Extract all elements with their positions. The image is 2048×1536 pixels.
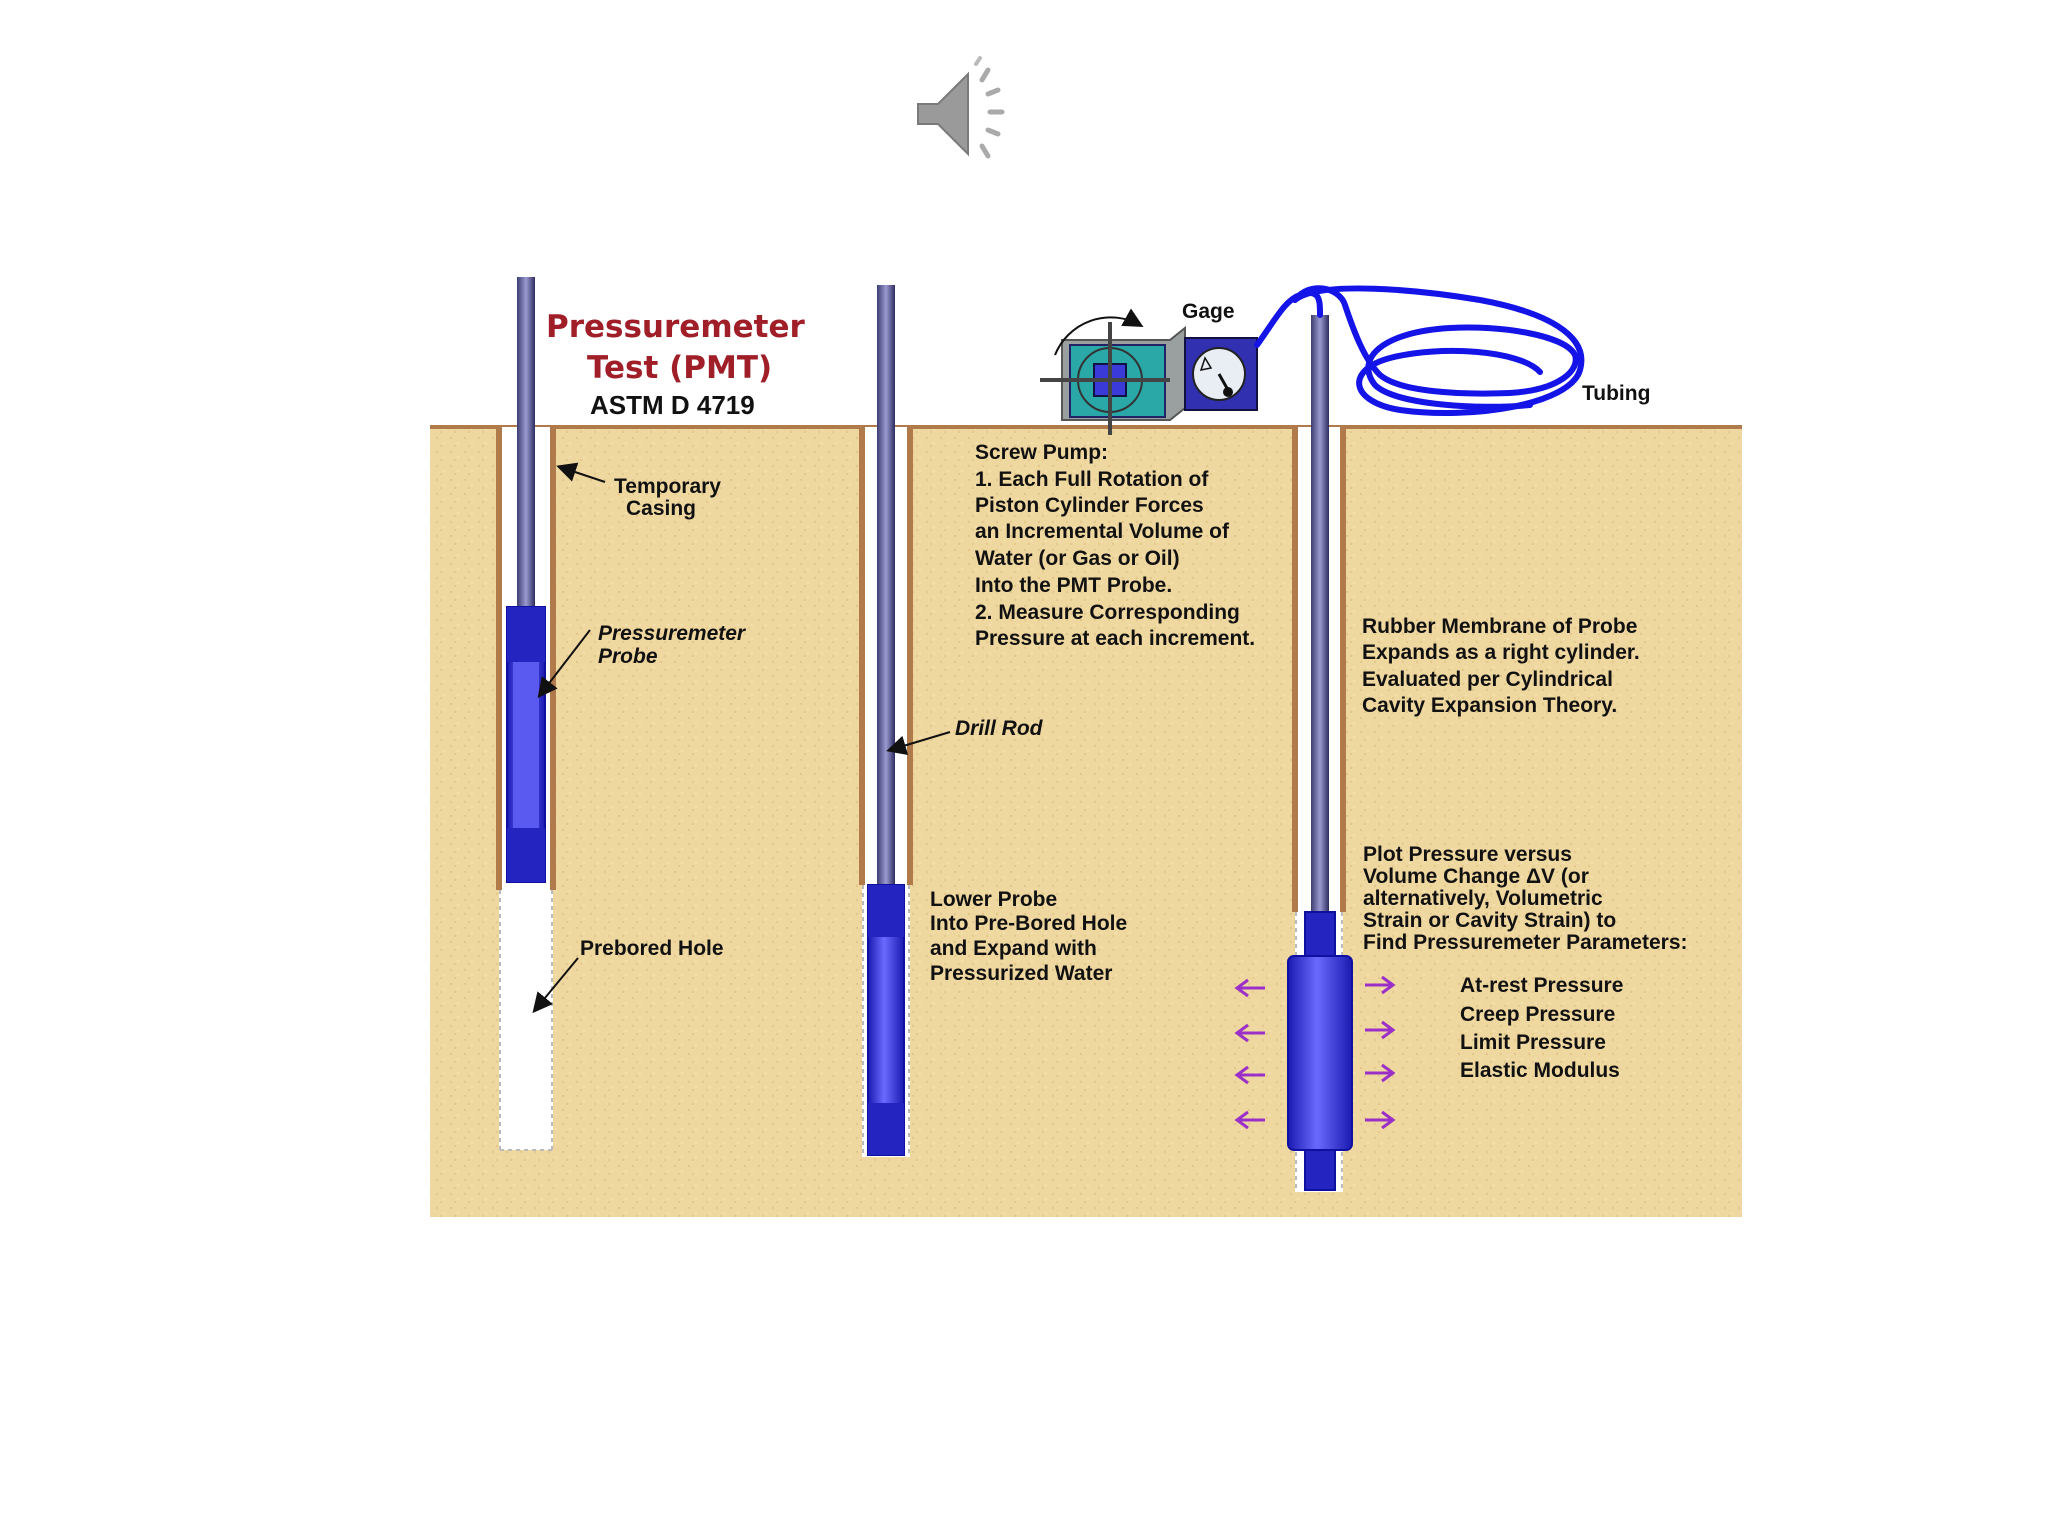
drill-rod-leader	[886, 731, 951, 755]
title-line-1: Pressuremeter	[546, 309, 805, 345]
lower-probe-line: and Expand with	[930, 937, 1097, 960]
membrane-text: Rubber Membrane of Probe Expands as a ri…	[1362, 615, 1640, 717]
screw-pump-text: Screw Pump: 1. Each Full Rotation of Pis…	[975, 441, 1255, 650]
parameter-item: At-rest Pressure	[1460, 974, 1623, 997]
screw-pump-line: an Incremental Volume of	[975, 520, 1230, 543]
temporary-casing	[517, 277, 535, 607]
lower-probe-line: Pressurized Water	[930, 962, 1112, 985]
screw-pump	[1040, 308, 1186, 435]
soil-ground	[430, 425, 1742, 1217]
membrane-line: Expands as a right cylinder.	[1362, 641, 1640, 664]
prebored-hole-label: Prebored Hole	[580, 937, 724, 960]
pressuremeter-probe-2	[867, 884, 905, 1156]
lower-probe-line: Lower Probe	[930, 888, 1057, 911]
lower-probe-line: Into Pre-Bored Hole	[930, 912, 1127, 935]
title-line-2: Test (PMT)	[587, 350, 772, 386]
prebored-hole-leader	[532, 957, 579, 1014]
parameter-item: Creep Pressure	[1460, 1003, 1615, 1026]
rod-3	[1311, 315, 1329, 915]
probe-label-1: Pressuremeter	[598, 622, 747, 645]
temporary-casing-label-1: Temporary	[614, 475, 721, 498]
parameter-item: Limit Pressure	[1460, 1031, 1606, 1054]
membrane-line: Cavity Expansion Theory.	[1362, 694, 1617, 717]
plot-line: Plot Pressure versus	[1363, 843, 1572, 866]
screw-pump-line: Piston Cylinder Forces	[975, 494, 1204, 517]
membrane-line: Evaluated per Cylindrical	[1362, 668, 1613, 691]
tubing-label: Tubing	[1582, 382, 1650, 405]
membrane-line: Rubber Membrane of Probe	[1362, 615, 1637, 638]
screw-pump-line: Screw Pump:	[975, 441, 1108, 464]
probe-label-2: Probe	[598, 645, 658, 668]
gage-label: Gage	[1182, 300, 1235, 323]
expanded-probe	[1287, 911, 1353, 1191]
drill-rod-label: Drill Rod	[955, 717, 1044, 740]
pressuremeter-probe-1	[506, 606, 546, 883]
tubing	[1254, 285, 1585, 417]
speaker-icon[interactable]	[917, 56, 1005, 159]
expansion-arrows	[1234, 975, 1396, 1130]
plot-line: Find Pressuremeter Parameters:	[1363, 931, 1688, 954]
plot-line: alternatively, Volumetric	[1363, 887, 1603, 910]
parameters-list: At-rest Pressure Creep Pressure Limit Pr…	[1460, 974, 1623, 1082]
screw-pump-line: 1. Each Full Rotation of	[975, 468, 1209, 491]
parameter-item: Elastic Modulus	[1460, 1059, 1620, 1082]
plot-line: Strain or Cavity Strain) to	[1363, 909, 1616, 932]
plot-text: Plot Pressure versus Volume Change ΔV (o…	[1363, 843, 1688, 954]
screw-pump-line: 2. Measure Corresponding	[975, 601, 1240, 624]
screw-pump-line: Into the PMT Probe.	[975, 574, 1172, 597]
pressure-gage	[1184, 337, 1258, 411]
plot-line: Volume Change ΔV (or	[1363, 865, 1589, 888]
screw-pump-line: Water (or Gas or Oil)	[975, 547, 1180, 570]
drill-rod	[877, 285, 895, 885]
temporary-casing-leader	[556, 462, 606, 483]
lower-probe-text: Lower Probe Into Pre-Bored Hole and Expa…	[930, 888, 1127, 985]
temporary-casing-label-2: Casing	[626, 497, 696, 520]
screw-pump-line: Pressure at each increment.	[975, 627, 1255, 650]
astm-standard: ASTM D 4719	[590, 390, 755, 420]
probe-leader	[537, 629, 591, 699]
